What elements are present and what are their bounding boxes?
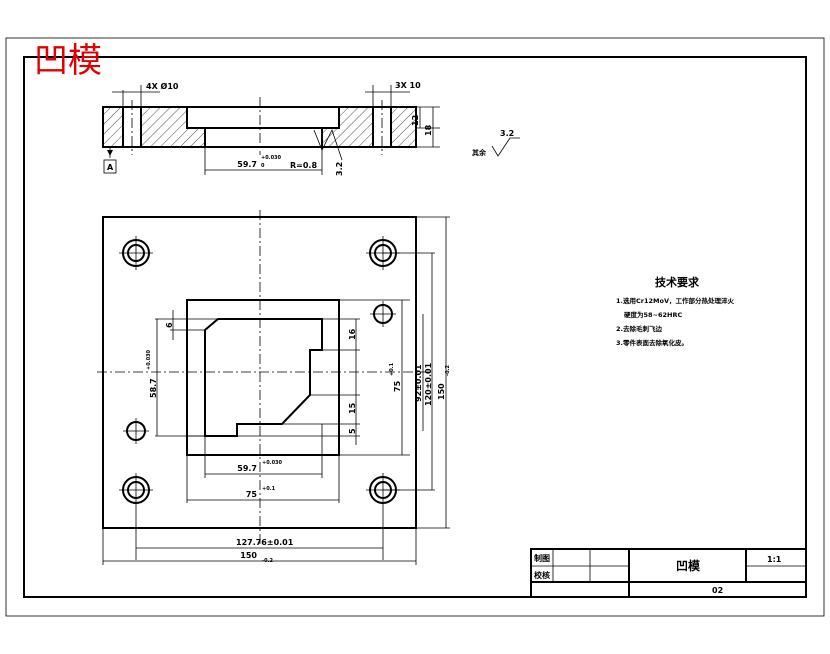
dim-left-height-tol: +0.030 <box>146 349 152 370</box>
bore-tol-lower: 0 <box>261 163 265 169</box>
screw-hole-bottom-left <box>119 473 153 560</box>
surface-roughness-note: 其余 3.2 <box>472 129 520 157</box>
dim-92: 92±0.01 <box>414 364 423 402</box>
dim-120: 120±0.01 <box>424 362 433 406</box>
outer-frame <box>5 37 825 617</box>
height-total: 18 <box>424 124 433 136</box>
tech-req-item-2: 2.去除毛刺飞边 <box>616 324 662 333</box>
tech-req-item-1-cont: 硬度为58~62HRC <box>624 310 682 319</box>
dim-75-horizontal: 75 <box>246 490 258 499</box>
surface-note-value: 3.2 <box>500 129 514 138</box>
dim-150-vertical-tol: -0.2 <box>445 365 451 376</box>
drawing-title-red: 凹模 <box>34 41 102 81</box>
dim-59-7: 59.7 <box>237 464 257 473</box>
bore-tol-upper: +0.030 <box>261 155 282 161</box>
plan-view: 58.7 +0.030 6 16 15 5 75 +0.1 92±0.01 12… <box>97 210 451 565</box>
dim-150-horizontal: 150 <box>240 551 257 560</box>
dim-127-76: 127.76±0.01 <box>236 538 294 547</box>
pin-hole-right <box>370 301 396 327</box>
hole-callout-right: 3X 10 <box>395 81 421 90</box>
title-block: 制图 校核 凹模 1:1 02 <box>530 548 807 598</box>
dim-75-horizontal-tol: +0.1 <box>262 486 276 492</box>
dim-75-vertical: 75 <box>393 380 402 392</box>
bore-dim: 59.7 <box>237 160 257 169</box>
dim-150-vertical: 150 <box>437 383 446 400</box>
dim-150-horizontal-tol: -0.2 <box>262 558 273 564</box>
dim-59-7-tol: +0.030 <box>262 460 283 466</box>
drawn-by-label: 制图 <box>534 553 550 563</box>
die-cavity-profile <box>204 318 323 437</box>
surface-note-label: 其余 <box>472 148 487 157</box>
datum-label: A <box>107 163 114 172</box>
pin-hole-left <box>123 418 149 444</box>
technical-requirements: 技术要求 1.选用Cr12MoV，工作部分热处理淬火 硬度为58~62HRC 2… <box>616 275 734 347</box>
part-name: 凹模 <box>676 558 701 573</box>
height-small: 12 <box>411 115 420 126</box>
dim-5: 5 <box>348 428 357 434</box>
roughness-edge: R=0.8 <box>290 161 317 170</box>
dim-75-vertical-tol: +0.1 <box>389 362 395 376</box>
dim-6: 6 <box>165 322 174 328</box>
screw-hole-bottom-right <box>366 473 400 560</box>
checked-by-label: 校核 <box>534 570 550 580</box>
dim-15: 15 <box>348 402 357 414</box>
section-view: 4X Ø10 3X 10 12 18 59.7 +0.030 0 R=0.8 3… <box>102 81 440 176</box>
inner-border <box>23 56 807 598</box>
hole-callout-left: 4X Ø10 <box>146 81 179 91</box>
roughness-value: 3.2 <box>335 162 344 176</box>
dim-left-height: 58.7 <box>149 378 158 398</box>
drawing-number: 02 <box>712 586 723 595</box>
scale: 1:1 <box>767 555 782 564</box>
tech-req-heading: 技术要求 <box>655 275 700 289</box>
screw-hole-top-left <box>119 236 153 270</box>
dim-16: 16 <box>348 328 357 340</box>
tech-req-item-3: 3.零件表面去除氧化皮。 <box>616 338 688 347</box>
tech-req-item-1: 1.选用Cr12MoV，工作部分热处理淬火 <box>616 296 734 305</box>
